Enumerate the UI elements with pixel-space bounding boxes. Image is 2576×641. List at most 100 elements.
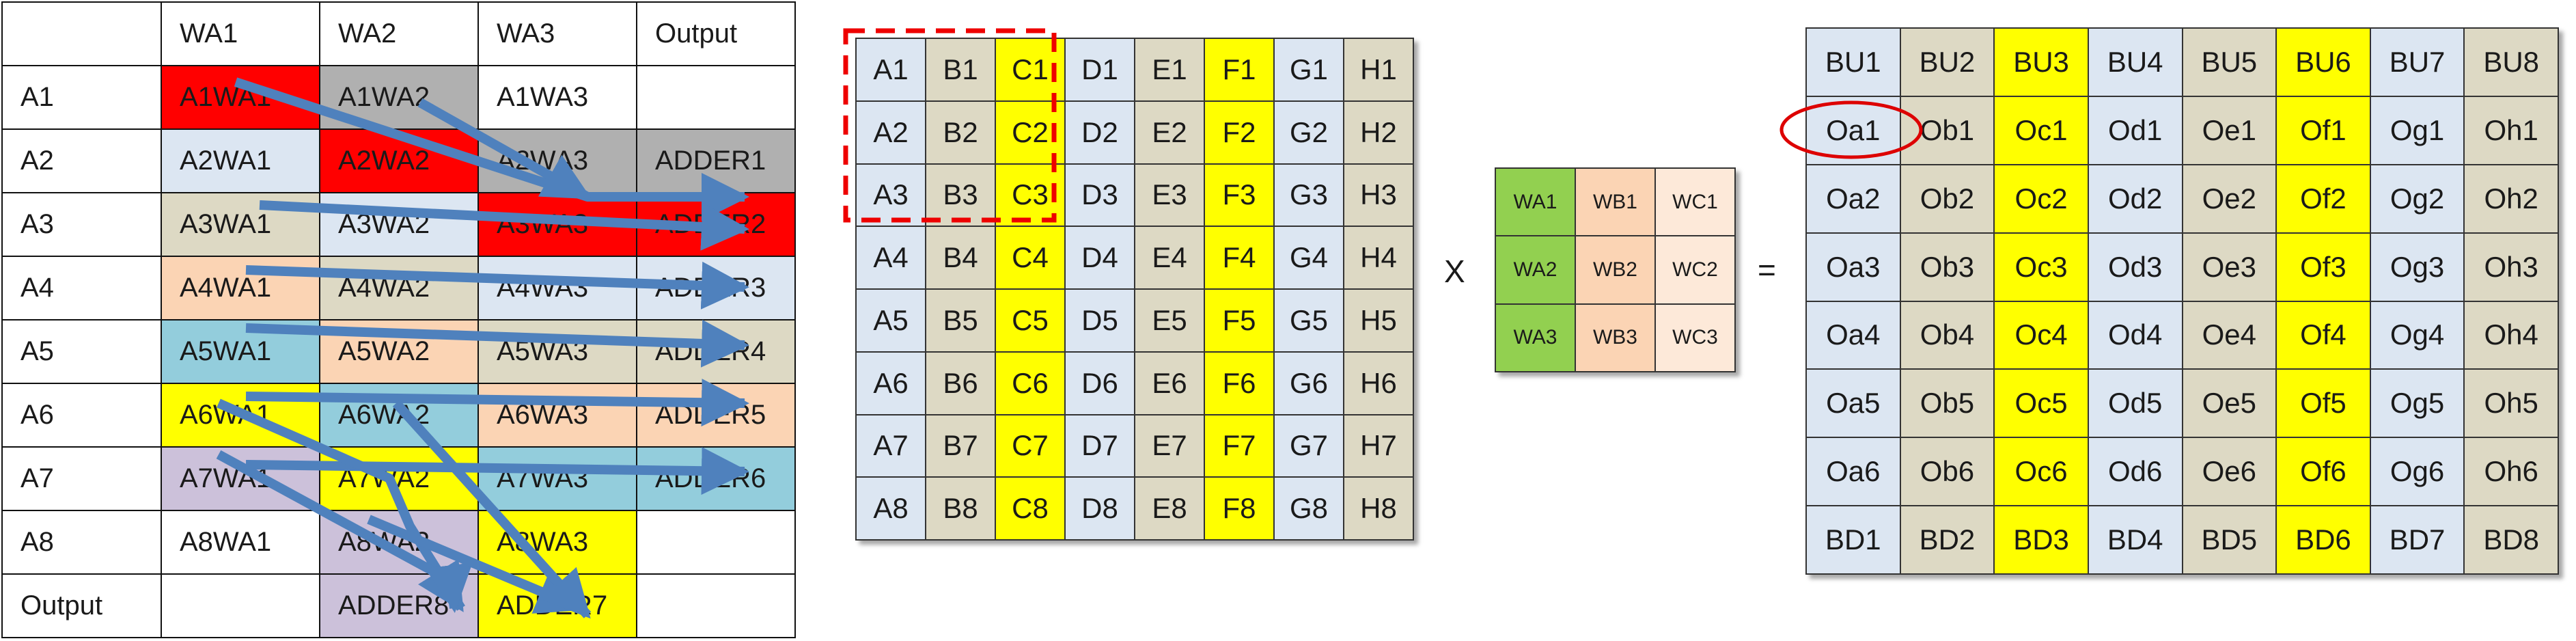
input-matrix-cell: C6 [995,351,1066,415]
output-matrix-cell: Ob6 [1899,437,1995,507]
schedule-cell: ADDER1 [636,128,796,193]
input-matrix-cell: H6 [1343,351,1414,415]
output-matrix-cell: Oh3 [2463,232,2559,302]
output-matrix-cell: Oh5 [2463,368,2559,439]
input-matrix-cell: B7 [925,413,996,478]
schedule-row-label: A2 [1,128,162,193]
output-matrix-cell: BU6 [2275,27,2371,97]
output-matrix-cell: Oa4 [1805,300,1901,370]
output-matrix-cell: Od5 [2087,368,2183,439]
weight-matrix-cell: WB1 [1575,167,1656,237]
input-matrix-cell: A7 [855,413,926,478]
schedule-cell: ADDER2 [636,192,796,257]
output-matrix-cell: Oc2 [1993,163,2089,234]
output-matrix-cell: Oh4 [2463,300,2559,370]
schedule-row-label: A4 [1,256,162,320]
input-matrix-cell: D4 [1064,226,1135,290]
output-matrix-cell: Og1 [2369,95,2465,165]
output-matrix-cell: Oe4 [2181,300,2277,370]
output-matrix-cell: Oh1 [2463,95,2559,165]
input-matrix-cell: H8 [1343,476,1414,541]
input-matrix-cell: D6 [1064,351,1135,415]
output-matrix-cell: Oc3 [1993,232,2089,302]
output-matrix-cell: BD5 [2181,505,2277,575]
input-matrix-cell: D8 [1064,476,1135,541]
input-matrix-cell: B1 [925,38,996,102]
input-matrix-cell: F1 [1204,38,1275,102]
schedule-cell [161,573,320,638]
output-matrix-cell: Og3 [2369,232,2465,302]
input-matrix-cell: A6 [855,351,926,415]
schedule-cell: A7WA2 [319,446,479,511]
schedule-row-label: Output [1,573,162,638]
schedule-cell: A8WA1 [161,510,320,575]
output-matrix-cell: BU4 [2087,27,2183,97]
input-matrix-cell: E2 [1134,100,1205,165]
input-matrix-cell: A2 [855,100,926,165]
schedule-cell: A3WA2 [319,192,479,257]
output-matrix-cell: Oa6 [1805,437,1901,507]
output-matrix-cell: BD8 [2463,505,2559,575]
output-matrix-cell: Of1 [2275,95,2371,165]
output-matrix-cell: BU1 [1805,27,1901,97]
input-matrix-cell: F4 [1204,226,1275,290]
output-matrix-cell: Oa2 [1805,163,1901,234]
input-matrix-cell: H3 [1343,163,1414,228]
output-matrix-cell: Og6 [2369,437,2465,507]
output-matrix-cell: Oc4 [1993,300,2089,370]
input-matrix-cell: C8 [995,476,1066,541]
input-matrix-cell: F8 [1204,476,1275,541]
input-matrix-cell: E3 [1134,163,1205,228]
schedule-cell: ADDER8 [319,573,479,638]
input-matrix-cell: B6 [925,351,996,415]
input-matrix-cell: G3 [1273,163,1344,228]
schedule-cell: A6WA1 [161,383,320,448]
input-matrix-cell: E4 [1134,226,1205,290]
input-matrix-cell: D5 [1064,288,1135,353]
schedule-row-label: A6 [1,383,162,448]
output-matrix-cell: Og5 [2369,368,2465,439]
weight-matrix-cell: WA2 [1495,235,1576,305]
output-matrix-cell: Oh2 [2463,163,2559,234]
output-matrix-cell: Od6 [2087,437,2183,507]
input-matrix-cell: G8 [1273,476,1344,541]
output-matrix-cell: Oc6 [1993,437,2089,507]
input-matrix-cell: F5 [1204,288,1275,353]
schedule-cell [636,510,796,575]
input-matrix-cell: H1 [1343,38,1414,102]
output-matrix-cell: Ob1 [1899,95,1995,165]
output-matrix-cell: Og4 [2369,300,2465,370]
weight-matrix-cell: WC3 [1654,303,1736,373]
output-matrix-cell: Oa1 [1805,95,1901,165]
input-matrix-cell: G4 [1273,226,1344,290]
output-matrix-cell: Ob4 [1899,300,1995,370]
input-matrix-cell: C3 [995,163,1066,228]
schedule-cell: A8WA2 [319,510,479,575]
output-matrix-cell: Ob5 [1899,368,1995,439]
input-matrix-cell: D7 [1064,413,1135,478]
input-matrix-cell: C5 [995,288,1066,353]
schedule-cell: A7WA3 [477,446,637,511]
output-matrix-cell: BD3 [1993,505,2089,575]
input-matrix-cell: D1 [1064,38,1135,102]
output-matrix-cell: Og2 [2369,163,2465,234]
schedule-header-cell [1,1,162,66]
schedule-row-label: A8 [1,510,162,575]
output-matrix-cell: Oe6 [2181,437,2277,507]
schedule-cell: A4WA2 [319,256,479,320]
